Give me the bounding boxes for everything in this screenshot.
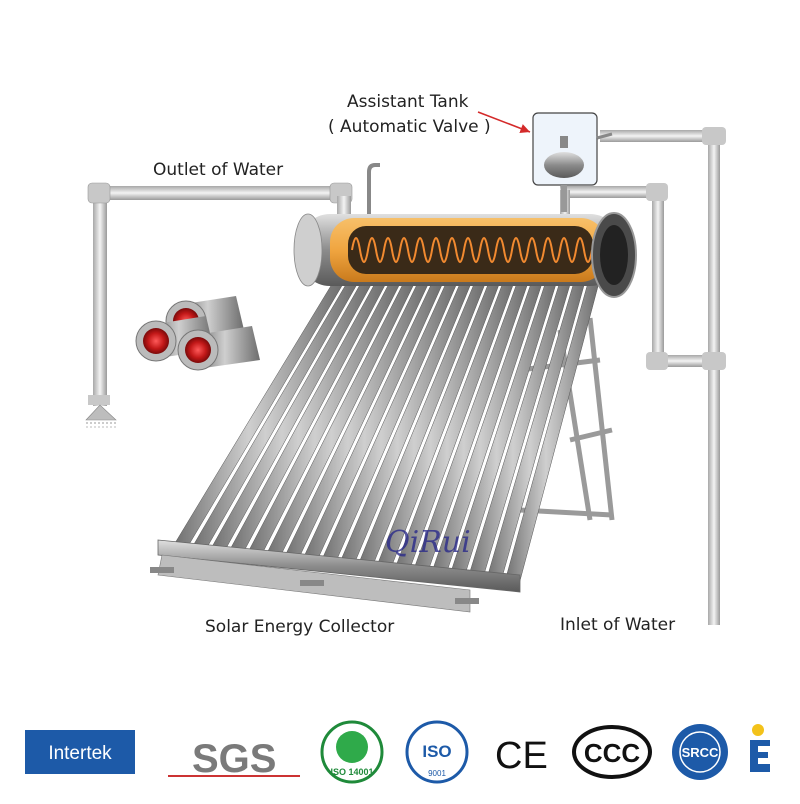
- inlet-label: Inlet of Water: [560, 615, 676, 635]
- iso9001-logo: ISO 9001: [405, 720, 469, 784]
- svg-text:CCC: CCC: [584, 738, 641, 768]
- collector-label: Solar Energy Collector: [205, 617, 395, 637]
- shower-head-icon: [85, 404, 117, 428]
- collector-frame: [150, 539, 521, 613]
- srcc-logo: SRCC: [672, 724, 728, 780]
- svg-text:Intertek: Intertek: [48, 743, 112, 764]
- svg-text:SGS: SGS: [192, 737, 276, 781]
- automatic-valve-label: ( Automatic Valve ): [328, 117, 491, 137]
- water-tank: [293, 212, 637, 298]
- e-mark-logo: [750, 724, 770, 772]
- pointer-arrow: [477, 111, 531, 134]
- svg-text:9001: 9001: [428, 769, 446, 778]
- svg-text:SRCC: SRCC: [682, 745, 719, 760]
- ce-logo: CE: [495, 735, 548, 777]
- ccc-logo: CCC: [572, 725, 652, 779]
- outlet-label: Outlet of Water: [153, 160, 284, 180]
- assistant-tank-label: Assistant Tank: [347, 92, 469, 112]
- svg-text:ISO 14001: ISO 14001: [330, 767, 373, 777]
- intertek-logo: Intertek: [25, 730, 135, 774]
- svg-text:ISO: ISO: [422, 742, 451, 761]
- watermark: QiRui: [385, 525, 471, 560]
- vacuum-tubes: [171, 283, 599, 588]
- inlet-pipe: [560, 127, 726, 625]
- svg-text:CE: CE: [495, 735, 548, 777]
- sgs-logo: SGS: [168, 737, 300, 781]
- assistant-tank: [532, 112, 613, 212]
- iso14001-logo: ISO 14001: [320, 720, 384, 784]
- outlet-pipe: [87, 182, 353, 406]
- tube-cross-section-icon: [135, 296, 260, 371]
